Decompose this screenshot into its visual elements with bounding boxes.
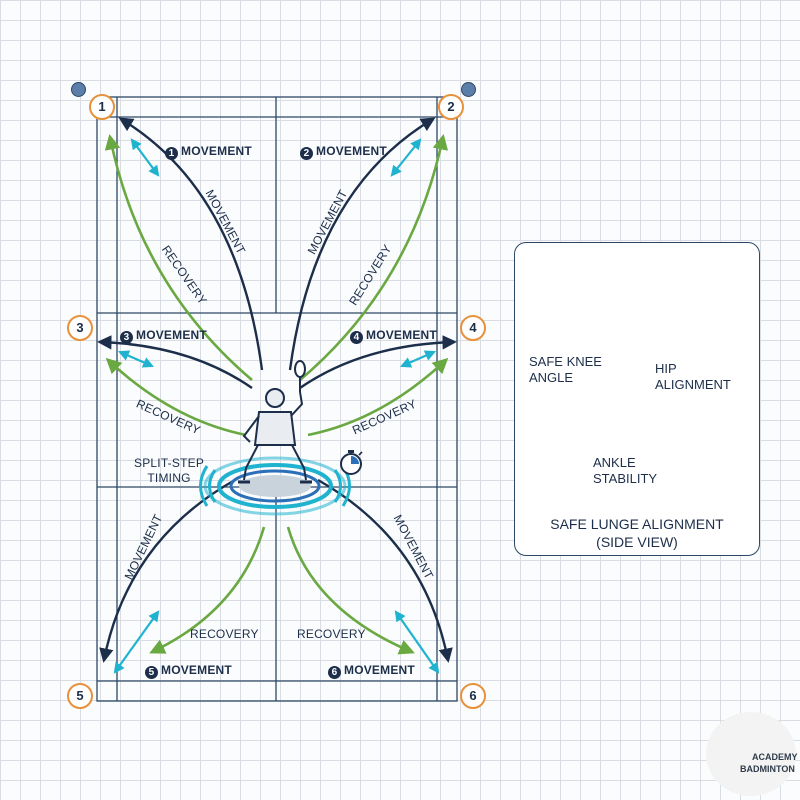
player-arm-left (242, 415, 260, 443)
cyan-arrow-5 (113, 610, 160, 674)
corner-badge-1: 1 (89, 94, 115, 120)
recovery-arrow-6 (286, 526, 415, 655)
movement-text: MOVEMENT (366, 328, 437, 342)
cyan-arrow-2 (390, 138, 422, 177)
recovery-arrow-4 (307, 357, 449, 437)
academy-logo: ACADEMY BADMINTON (706, 712, 798, 796)
player-figure (238, 360, 312, 484)
racket-head (294, 360, 306, 378)
recovery-arrow-5 (149, 526, 266, 654)
split-step-line-2: TIMING (147, 471, 191, 485)
hip-label-line-2: ALIGNMENT (655, 377, 731, 392)
movement-text: MOVEMENT (136, 328, 207, 342)
number-badge: 1 (165, 147, 178, 160)
logo-line-2: BADMINTON (740, 764, 795, 774)
court-lines (96, 96, 458, 702)
corner-badge-6: 6 (460, 683, 486, 709)
recovery-arrow-1 (104, 133, 253, 381)
corner-badge-2: 2 (438, 94, 464, 120)
player-leg-left (243, 444, 259, 481)
split-step-line-1: SPLIT-STEP (134, 456, 205, 470)
globe-icon (461, 82, 476, 97)
corner-badge-4: 4 (460, 315, 486, 341)
lunge-panel: SAFE KNEE ANGLE HIP ALIGNMENT ANKLE STAB… (514, 242, 760, 556)
corner-badge-3: 3 (67, 315, 93, 341)
movement-text: MOVEMENT (344, 663, 415, 677)
cyan-arrow-4 (399, 350, 437, 368)
player-torso (253, 411, 297, 446)
panel-title-line-1: SAFE LUNGE ALIGNMENT (550, 516, 724, 532)
split-step-base-rings (203, 456, 347, 516)
corner-badge-5: 5 (67, 683, 93, 709)
ankle-label-line-2: STABILITY (593, 471, 658, 486)
ankle-label-line-1: ANKLE (593, 455, 636, 470)
globe-icon (71, 82, 86, 97)
cyan-arrow-3 (117, 350, 155, 368)
movement-text: MOVEMENT (161, 663, 232, 677)
recovery-arrow-2 (299, 133, 449, 381)
number-badge: 6 (328, 666, 341, 679)
number-badge: 3 (120, 331, 133, 344)
hip-label: HIP ALIGNMENT (655, 361, 731, 393)
knee-label-line-2: ANGLE (529, 370, 574, 385)
knee-label: SAFE KNEE ANGLE (529, 354, 602, 386)
movement-text: MOVEMENT (181, 144, 252, 158)
ankle-label: ANKLE STABILITY (593, 455, 657, 487)
movement-arrow-3 (97, 335, 253, 389)
panel-title-line-2: (SIDE VIEW) (596, 534, 678, 550)
recovery-arrow-3 (105, 357, 247, 437)
number-badge: 4 (350, 331, 363, 344)
court-outer-line (96, 96, 458, 702)
movement-arrow-4 (299, 335, 457, 389)
number-badge: 5 (145, 666, 158, 679)
logo-line-1: ACADEMY (752, 752, 798, 762)
hip-label-line-1: HIP (655, 361, 677, 376)
cyan-arrow-1 (130, 138, 160, 177)
panel-title: SAFE LUNGE ALIGNMENT (SIDE VIEW) (515, 515, 759, 551)
movement-text: MOVEMENT (316, 144, 387, 158)
stopwatch-icon (340, 450, 363, 475)
player-leg-right (291, 444, 307, 481)
knee-label-line-1: SAFE KNEE (529, 354, 602, 369)
player-arm-right (290, 391, 304, 417)
cyan-arrow-6 (394, 610, 440, 674)
split-step-label: SPLIT-STEP TIMING (134, 456, 204, 486)
recovery-label-6: RECOVERY (297, 627, 366, 641)
player-head (265, 388, 285, 408)
number-badge: 2 (300, 147, 313, 160)
recovery-label-5: RECOVERY (190, 627, 259, 641)
movement-arrow-6 (317, 478, 453, 663)
